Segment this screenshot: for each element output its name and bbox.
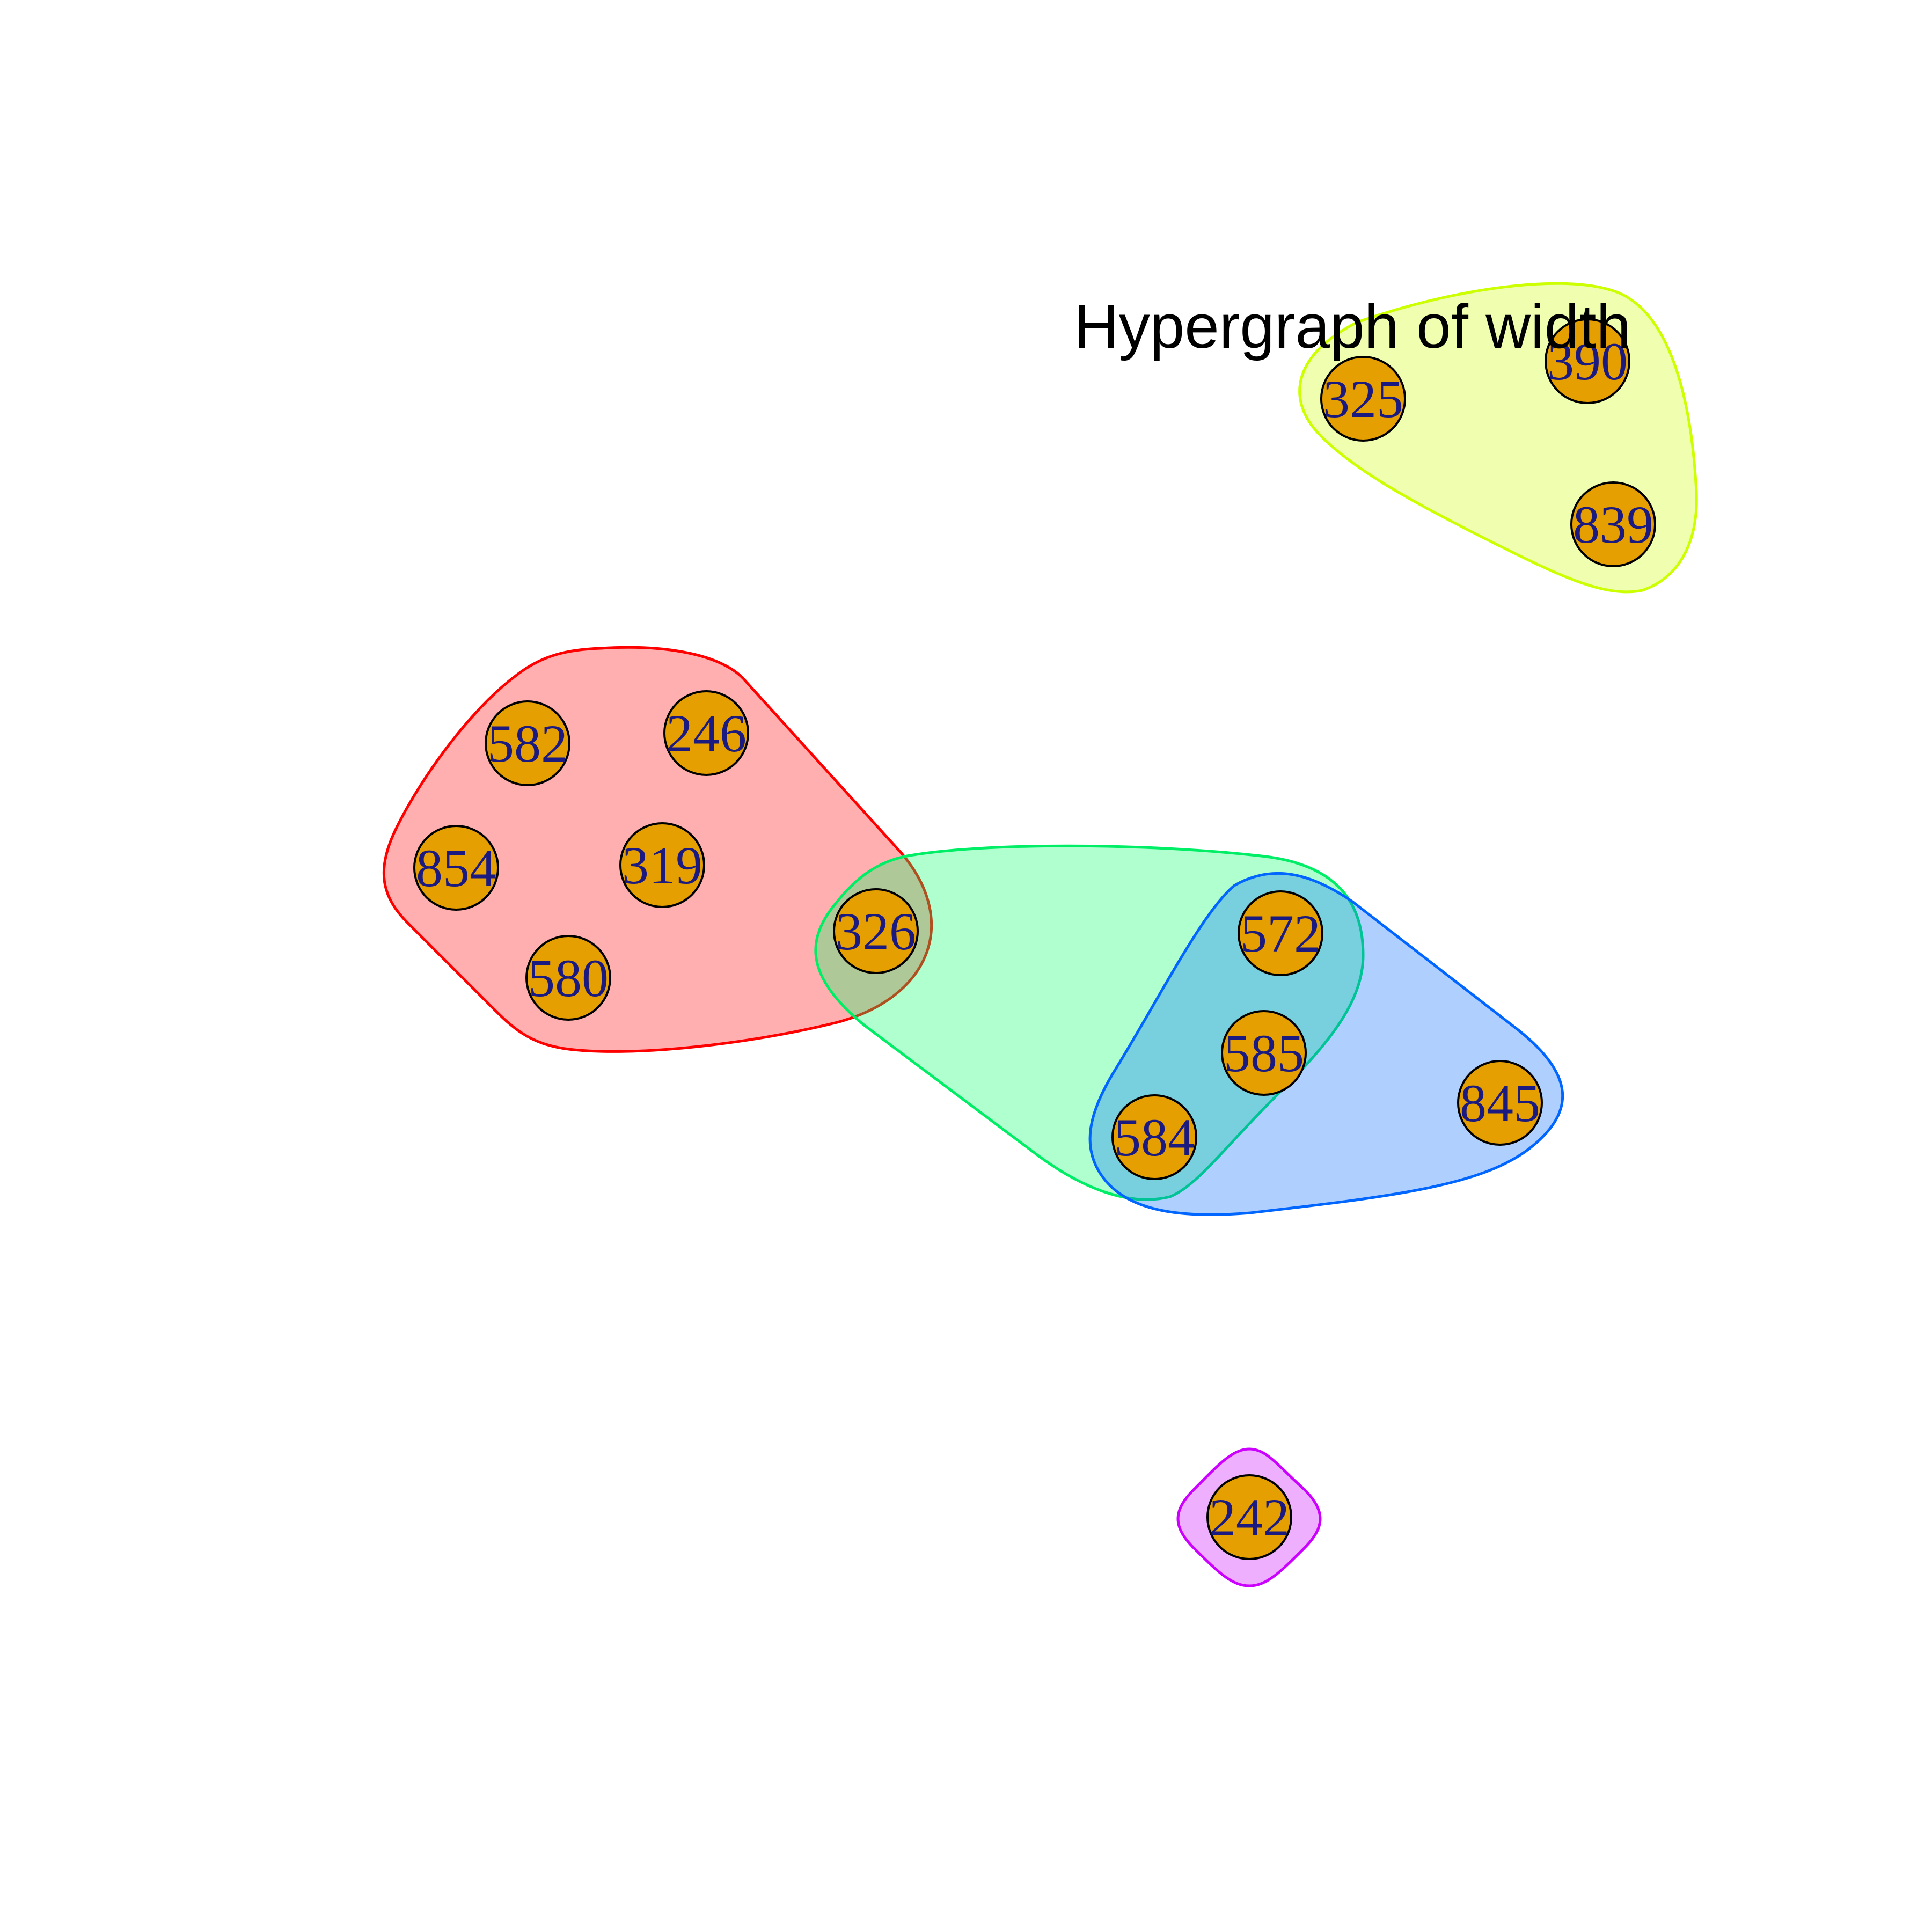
node-circle: [413, 825, 499, 911]
node-label: 585: [1224, 1023, 1304, 1083]
node-circle: [1206, 1474, 1292, 1560]
node-circle: [1320, 356, 1406, 442]
node-circle: [663, 690, 749, 776]
node-319: 319: [619, 822, 705, 908]
node-circle: [1221, 1010, 1307, 1096]
node-580: 580: [525, 935, 611, 1021]
diagram-title: Hypergraph of width: [1074, 291, 1631, 361]
node-label: 582: [487, 714, 568, 773]
node-circle: [1545, 318, 1630, 404]
node-circle: [485, 700, 570, 786]
node-label: 572: [1240, 904, 1321, 963]
node-label: 580: [528, 948, 609, 1008]
node-585: 585: [1221, 1010, 1307, 1096]
node-circle: [1457, 1060, 1543, 1146]
node-circle: [1238, 890, 1323, 976]
node-circle: [833, 888, 919, 974]
node-839: 839: [1570, 481, 1656, 567]
node-label: 326: [836, 902, 916, 961]
node-label: 584: [1114, 1108, 1195, 1167]
node-246: 246: [663, 690, 749, 776]
node-572: 572: [1238, 890, 1323, 976]
node-circle: [1570, 481, 1656, 567]
node-label: 390: [1547, 332, 1628, 391]
node-label: 854: [416, 838, 496, 898]
node-326: 326: [833, 888, 919, 974]
node-label: 319: [622, 836, 702, 895]
node-label: 839: [1573, 495, 1653, 554]
node-label: 242: [1209, 1488, 1290, 1547]
node-circle: [619, 822, 705, 908]
node-584: 584: [1111, 1094, 1197, 1180]
node-390: 390: [1545, 318, 1630, 404]
node-label: 845: [1460, 1073, 1540, 1133]
node-854: 854: [413, 825, 499, 911]
node-label: 325: [1323, 369, 1403, 429]
hyperedge-green: [814, 844, 1365, 1201]
node-circle: [1111, 1094, 1197, 1180]
node-845: 845: [1457, 1060, 1543, 1146]
node-circle: [525, 935, 611, 1021]
hyperedge-blue: [1088, 872, 1564, 1216]
node-582: 582: [485, 700, 570, 786]
node-325: 325: [1320, 356, 1406, 442]
hyperedge-layer: [382, 282, 1698, 1587]
node-label: 246: [666, 704, 747, 763]
node-242: 242: [1206, 1474, 1292, 1560]
